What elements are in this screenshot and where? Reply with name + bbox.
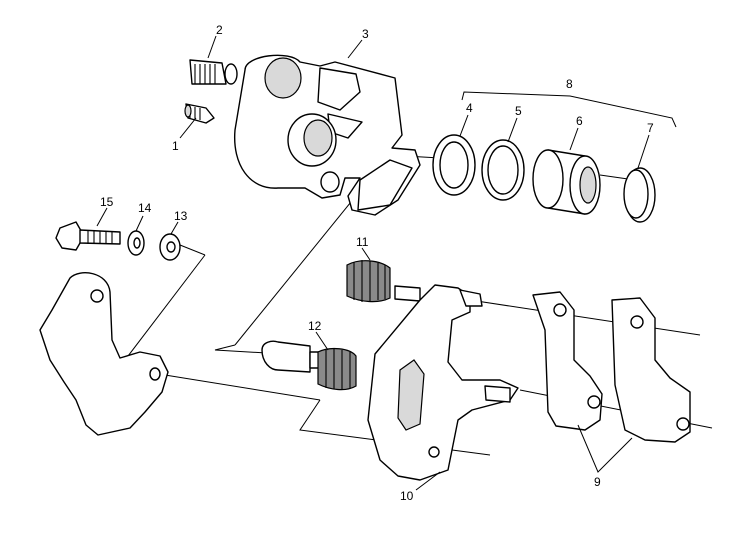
callout-9: 9 xyxy=(594,475,601,489)
part-12-slide-pin xyxy=(261,340,357,391)
callout-4: 4 xyxy=(466,101,473,115)
callout-13: 13 xyxy=(174,209,188,223)
callout-10: 10 xyxy=(400,489,414,503)
callout-11: 11 xyxy=(356,235,369,249)
part-3-caliper-body xyxy=(234,54,421,216)
part-5-seal xyxy=(481,139,525,201)
callout-5: 5 xyxy=(515,104,522,118)
callout-1: 1 xyxy=(172,139,179,153)
part-1-bleeder-screw xyxy=(184,103,215,124)
leader-lines xyxy=(96,35,650,491)
callout-12: 12 xyxy=(308,319,322,333)
callout-6: 6 xyxy=(576,114,583,128)
part-6-piston xyxy=(532,149,601,215)
callout-15: 15 xyxy=(100,195,114,209)
callout-labels: 1 2 3 4 5 6 7 8 9 10 11 12 13 14 15 xyxy=(100,23,654,503)
callout-7: 7 xyxy=(647,121,654,135)
part-9-brake-pad-outer xyxy=(611,297,691,443)
part-15-bolt xyxy=(55,221,121,251)
part-9-brake-pad-inner xyxy=(532,291,603,431)
part-7-piston-cap xyxy=(623,167,656,223)
part-13-washer xyxy=(159,233,181,261)
part-8-group-bracket xyxy=(461,91,677,128)
part-4-seal xyxy=(432,134,476,196)
part-14-washer xyxy=(127,230,145,256)
part-2-bleeder-cap xyxy=(189,59,238,85)
callout-8: 8 xyxy=(566,77,573,91)
callout-2: 2 xyxy=(216,23,223,37)
part-11-pin-boot xyxy=(346,260,421,303)
callout-14: 14 xyxy=(138,201,152,215)
mounting-fork xyxy=(39,272,169,436)
part-10-caliper-bracket xyxy=(367,284,519,481)
callout-3: 3 xyxy=(362,27,369,41)
